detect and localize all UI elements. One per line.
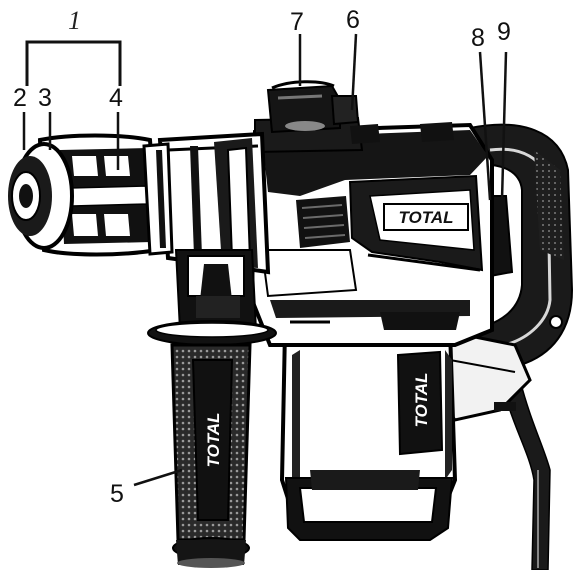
side-handle bbox=[147, 320, 277, 568]
handle-logo: TOTAL bbox=[204, 412, 223, 467]
handle-logo-group: TOTAL bbox=[204, 412, 223, 467]
leader-5 bbox=[133, 468, 183, 487]
leader-8 bbox=[478, 51, 492, 201]
main-body bbox=[249, 122, 494, 347]
dust-cap bbox=[8, 142, 74, 250]
leader-9 bbox=[500, 51, 508, 201]
side-handle-clamp bbox=[174, 249, 258, 331]
motor-logo-group: TOTAL bbox=[412, 372, 431, 427]
leader-6 bbox=[350, 33, 358, 111]
motor-logo: TOTAL bbox=[412, 372, 431, 427]
callout-9: 9 bbox=[497, 18, 511, 46]
callout-group-1: 1 bbox=[68, 6, 81, 35]
mode-selector-knob bbox=[254, 80, 454, 154]
motor-housing bbox=[279, 328, 458, 541]
callout-3: 3 bbox=[38, 84, 52, 112]
body-logo: TOTAL bbox=[398, 208, 453, 227]
callout-4: 4 bbox=[109, 84, 123, 112]
callout-5: 5 bbox=[110, 480, 124, 508]
group-bracket bbox=[25, 40, 122, 86]
callout-6: 6 bbox=[346, 6, 360, 34]
callout-7: 7 bbox=[290, 8, 304, 36]
body-logo-plate: TOTAL bbox=[383, 203, 469, 231]
callout-2: 2 bbox=[13, 84, 27, 112]
leader-lines bbox=[22, 33, 508, 487]
callout-8: 8 bbox=[471, 24, 485, 52]
